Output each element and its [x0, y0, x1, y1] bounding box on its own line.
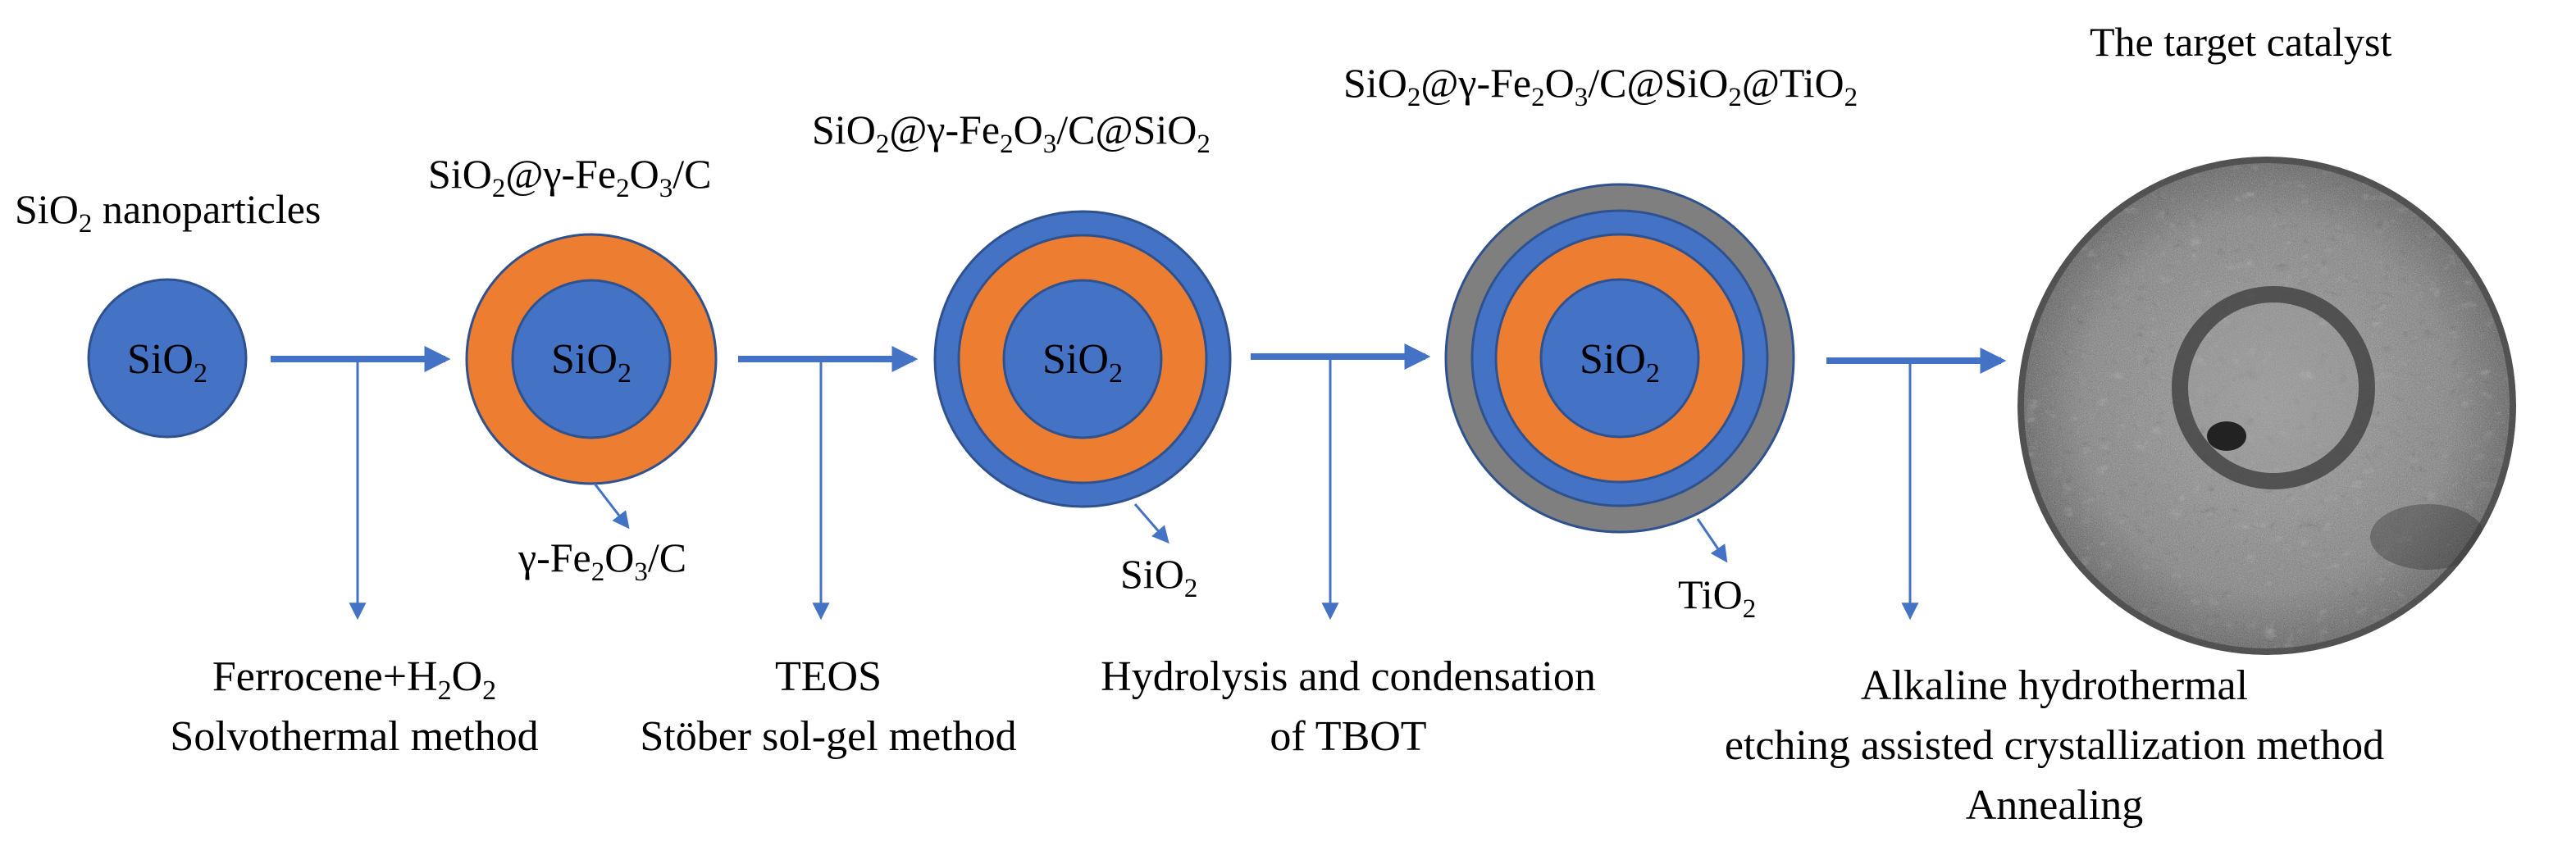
core-label-3: SiO2 — [1042, 336, 1123, 389]
subscript: 2 — [1646, 358, 1660, 389]
target-catalyst-tem-image — [2017, 157, 2516, 655]
sio2-core — [87, 278, 248, 439]
shell-callout-sio2: SiO2 — [1120, 551, 1197, 603]
subscript: 2 — [1109, 358, 1123, 389]
step-line: Ferrocene+H2O2 — [212, 653, 496, 706]
stage-2-heading: SiO2@γ-Fe2O3/C — [428, 151, 711, 203]
sio2-fe2o3-c-sio2-tio2-particle: SiO2 — [1444, 183, 1795, 534]
subscript: 2 — [1197, 130, 1210, 159]
subscript: 2 — [1844, 83, 1858, 112]
shell-pointer-tio2 — [1696, 518, 1728, 563]
subscript: 2 — [438, 675, 452, 706]
subscript: 2 — [1531, 83, 1545, 112]
step-description-3: Hydrolysis and condensation of TBOT — [1101, 653, 1596, 760]
step-line: Hydrolysis and condensation — [1101, 653, 1596, 700]
subscript: 3 — [634, 557, 648, 587]
sio2-core — [1002, 279, 1163, 439]
sio2-fe2o3-c-particle: SiO2 — [465, 233, 718, 485]
stage-1-heading: SiO2 nanoparticles — [15, 186, 321, 239]
step-line: TEOS — [775, 653, 882, 700]
subscript: 2 — [1000, 130, 1014, 159]
shell-pointer-sio2 — [1133, 503, 1169, 544]
core-label-1: SiO2 — [127, 336, 207, 389]
step-line: Annealing — [1966, 782, 2144, 829]
stage-4-heading: SiO2@γ-Fe2O3/C@SiO2@TiO2 — [1343, 60, 1858, 112]
step-description-4: Alkaline hydrothermal etching assisted cr… — [1725, 662, 2384, 829]
shell-callout-tio2: TiO2 — [1678, 571, 1756, 624]
subscript: 2 — [1743, 594, 1757, 624]
subscript: 2 — [1184, 574, 1198, 603]
subscript: 2 — [616, 174, 630, 203]
subscript: 2 — [482, 675, 496, 706]
sio2-core — [511, 279, 672, 439]
core-label-4: SiO2 — [1580, 336, 1660, 389]
step-line: of TBOT — [1270, 713, 1426, 760]
step-line: Solvothermal method — [170, 713, 538, 760]
step-line: Alkaline hydrothermal — [1861, 662, 2248, 709]
stage-3-heading: SiO2@γ-Fe2O3/C@SiO2 — [812, 107, 1210, 159]
subscript: 2 — [79, 209, 93, 239]
sio2-core — [1539, 278, 1700, 439]
subscript: 2 — [492, 174, 506, 203]
subscript: 3 — [659, 174, 673, 203]
subscript: 2 — [591, 557, 605, 587]
stage-5-heading: The target catalyst — [2090, 19, 2391, 65]
shell-callout-fe2o3-c: γ-Fe2O3/C — [517, 534, 686, 587]
hollow-core-ring — [2172, 286, 2375, 489]
step-line: Stöber sol-gel method — [640, 713, 1016, 760]
subscript: 2 — [618, 358, 631, 389]
core-label-2: SiO2 — [551, 336, 631, 389]
subscript: 2 — [1728, 83, 1742, 112]
subscript: 3 — [1043, 130, 1057, 159]
sio2-fe2o3-c-sio2-particle: SiO2 — [933, 210, 1232, 508]
subscript: 3 — [1575, 83, 1589, 112]
iron-oxide-spot — [2207, 421, 2246, 451]
step-description-2: TEOS Stöber sol-gel method — [640, 653, 1016, 760]
subscript: 2 — [876, 130, 890, 159]
sio2-nanoparticle: SiO2 — [87, 278, 248, 439]
subscript: 2 — [1407, 83, 1421, 112]
subscript: 2 — [194, 358, 207, 389]
shell-pointer-fe2o3 — [593, 483, 630, 530]
step-line: etching assisted crystallization method — [1725, 722, 2384, 769]
